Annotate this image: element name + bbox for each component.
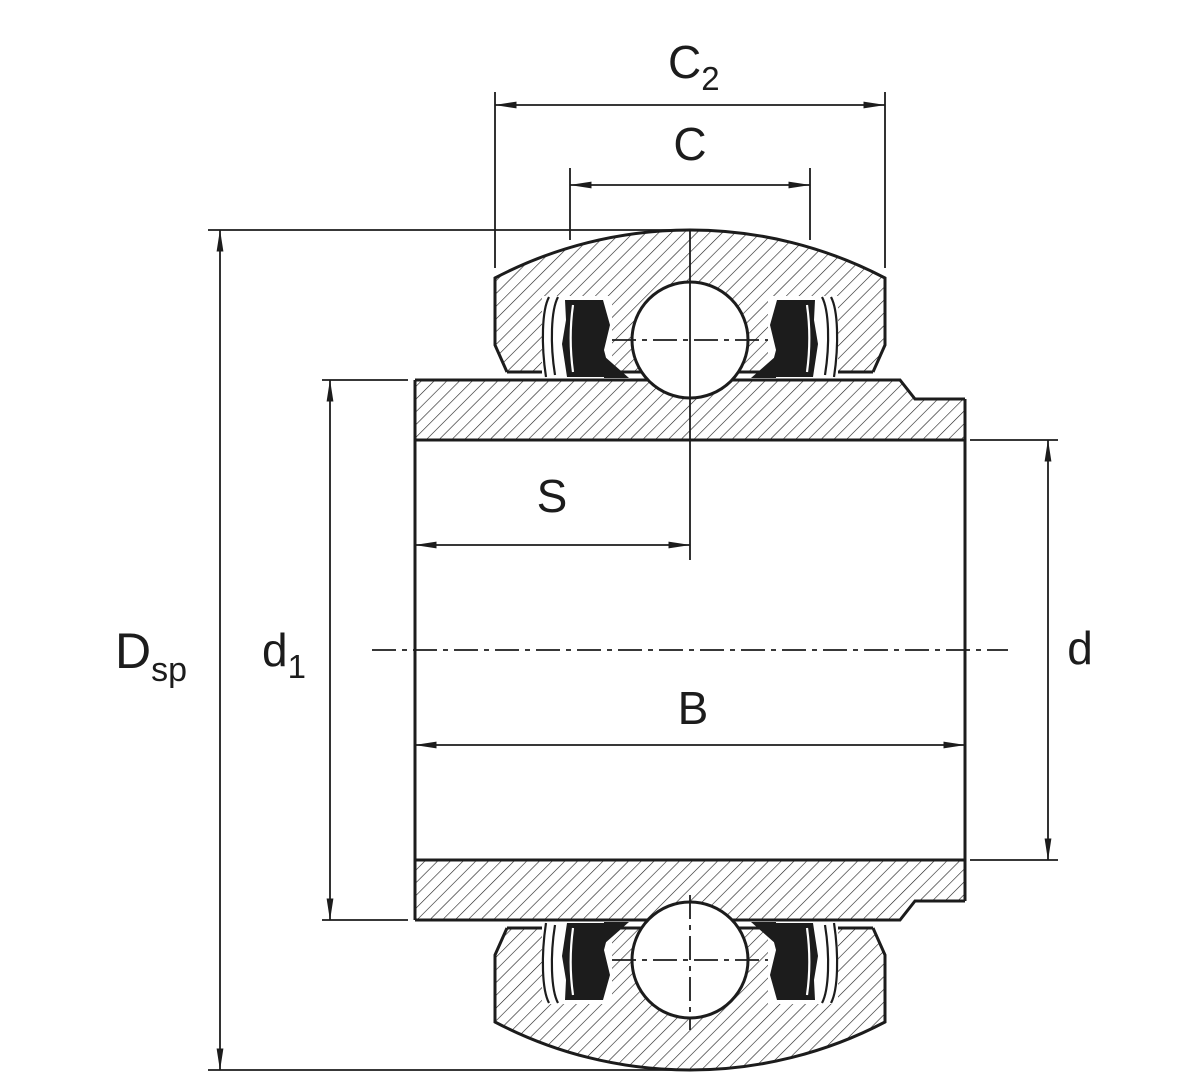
dimension-c-extension-lines bbox=[569, 168, 811, 240]
dimension-b: B bbox=[414, 682, 966, 749]
label-b: B bbox=[678, 682, 709, 734]
dimension-d-extension-lines bbox=[970, 439, 1058, 861]
inner-ring-outer-surface bbox=[415, 378, 965, 922]
dimension-d: d bbox=[970, 439, 1093, 861]
dimension-dsp-extension-lines bbox=[208, 229, 695, 1071]
outer-ring-bottom-assembly bbox=[495, 902, 885, 1070]
dimension-c2-extension-lines bbox=[494, 92, 886, 268]
label-s: S bbox=[537, 470, 568, 522]
dimension-c: C bbox=[569, 118, 811, 240]
label-dsp: Dsp bbox=[115, 623, 187, 689]
label-d1: d1 bbox=[262, 624, 306, 685]
dimension-d1: d1 bbox=[262, 379, 408, 921]
label-dsp-sub: sp bbox=[151, 651, 187, 689]
outer-ring-top-hatch bbox=[495, 229, 885, 398]
dimension-d1-extension-lines bbox=[322, 379, 408, 921]
label-c2-base: C bbox=[668, 36, 701, 88]
outer-ring-top-assembly bbox=[495, 230, 885, 398]
label-c: C bbox=[673, 118, 706, 170]
label-c2-sub: 2 bbox=[701, 60, 719, 97]
label-d: d bbox=[1067, 622, 1093, 674]
dimension-s: S bbox=[414, 470, 691, 549]
dimension-c2: C2 bbox=[494, 36, 886, 268]
label-d1-base: d bbox=[262, 624, 288, 676]
label-c2: C2 bbox=[668, 36, 720, 97]
outer-ring-bottom-hatch bbox=[495, 902, 885, 1071]
label-d1-sub: 1 bbox=[288, 648, 306, 685]
dimension-dsp: Dsp bbox=[115, 229, 695, 1071]
dimensions: C2 C S B Dsp d1 d bbox=[115, 36, 1093, 1071]
label-dsp-base: D bbox=[115, 623, 151, 679]
